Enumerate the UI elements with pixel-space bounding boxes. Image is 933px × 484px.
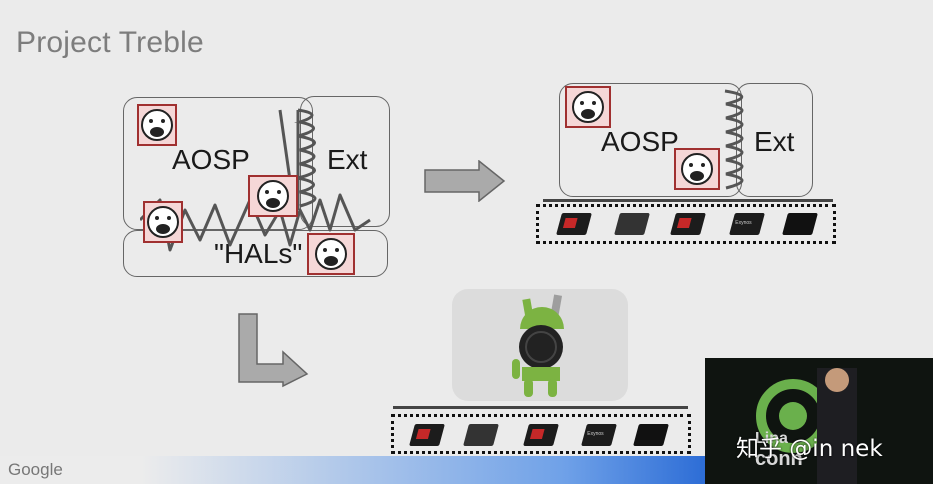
ext-label-left: Ext [327, 144, 368, 175]
chip-label: Exynos [587, 431, 604, 437]
chip-icon: Exynos [581, 424, 617, 446]
aosp-label-left: AOSP [172, 144, 250, 175]
chip-icon [670, 213, 706, 235]
rage-face-icon [143, 201, 183, 243]
chip-strip-bottom: Exynos [391, 414, 691, 454]
spring-icon [724, 89, 744, 190]
background-text: Lina conn [755, 430, 803, 471]
zhihu-watermark: 知乎 @in nek [736, 436, 883, 462]
rage-face-icon [307, 233, 355, 275]
ext-box-left [300, 96, 390, 227]
speaker-video-inset: Lina conn [705, 358, 933, 484]
chip-icon [523, 424, 559, 446]
vendor-rail-bottom [393, 406, 688, 409]
arrow-right-icon [424, 160, 506, 202]
slide-title: Project Treble [16, 26, 204, 59]
ext-box-right [736, 83, 813, 197]
chip-label: Exynos [735, 220, 752, 226]
android-oreo-panel [452, 289, 628, 401]
rage-face-icon [565, 86, 611, 128]
arrow-down-right-icon [238, 313, 309, 388]
chip-strip-right: Exynos [536, 204, 836, 244]
android-oreo-icon [512, 294, 564, 397]
google-logo: Google [8, 460, 63, 479]
chip-icon [782, 213, 818, 235]
chip-icon [614, 213, 650, 235]
rage-face-icon [674, 148, 720, 190]
background-text-bottom: conn [755, 448, 803, 470]
rage-face-icon [248, 175, 298, 217]
chip-icon [556, 213, 592, 235]
background-text-top: Lina [755, 430, 788, 447]
chip-icon [633, 424, 669, 446]
ext-label-right: Ext [754, 126, 795, 157]
aosp-box-left [123, 97, 313, 230]
vendor-rail-right [543, 199, 833, 202]
hals-box [123, 230, 388, 277]
chip-icon [409, 424, 445, 446]
rage-face-icon [137, 104, 177, 146]
aosp-label-right: AOSP [601, 126, 679, 157]
chip-icon: Exynos [729, 213, 765, 235]
footer-bar [0, 456, 705, 484]
linaro-logo-icon [756, 368, 857, 484]
chip-icon [463, 424, 499, 446]
